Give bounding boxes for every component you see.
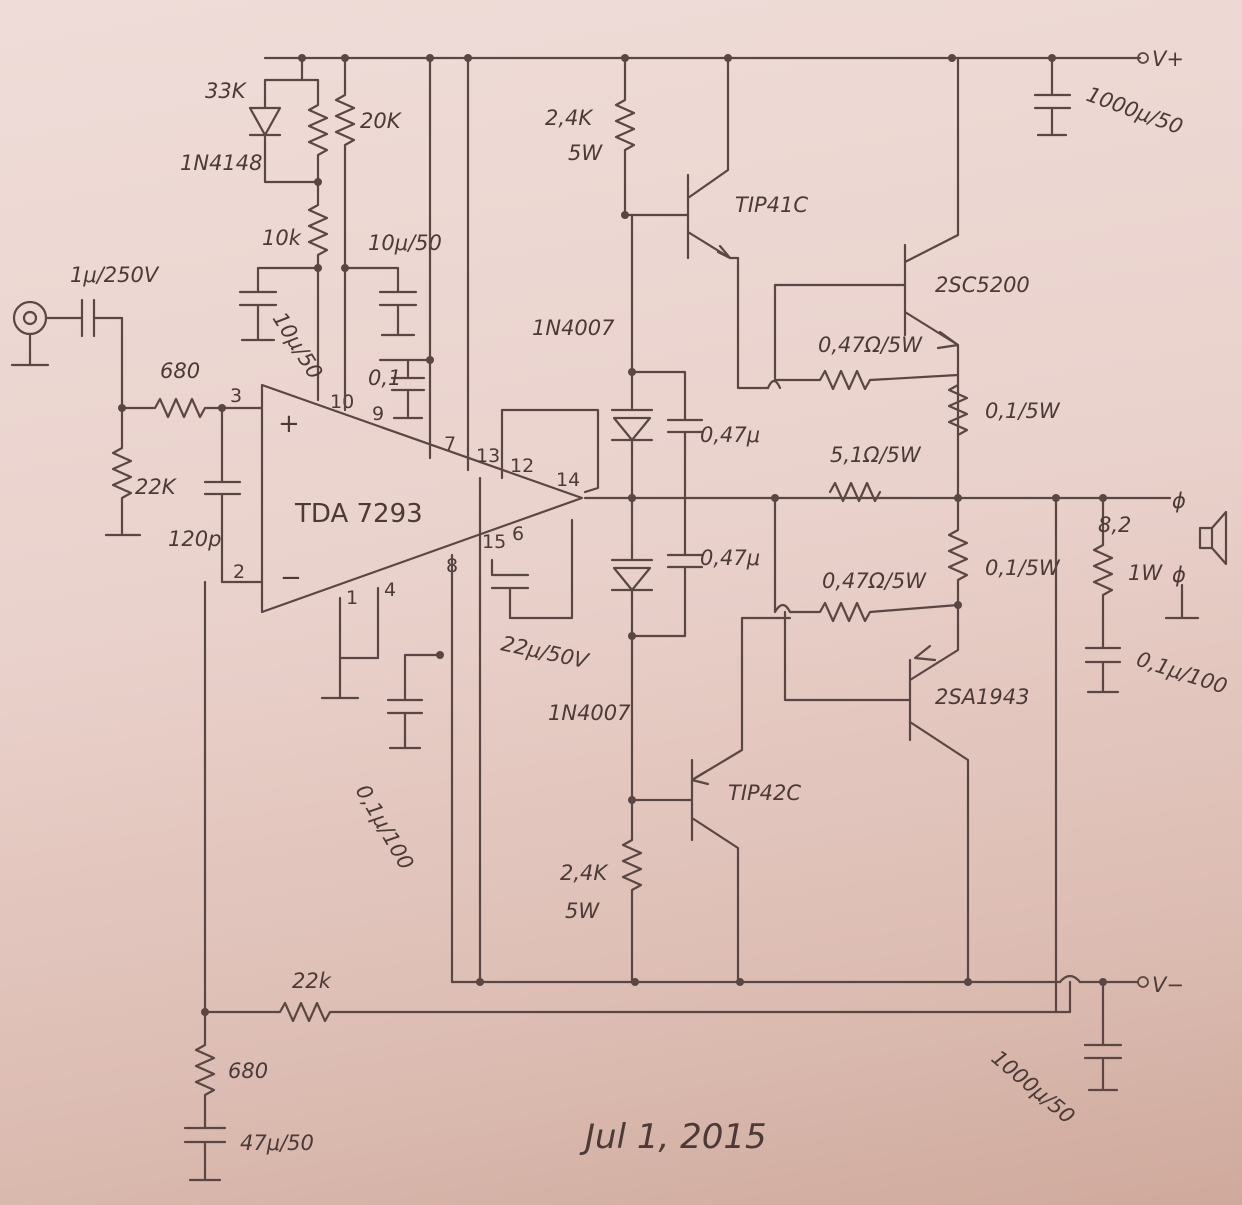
- speaker-icon: [1164, 510, 1228, 620]
- q-2sa1943-label: 2SA1943: [935, 685, 1030, 709]
- v-minus-label: V−: [1152, 973, 1184, 997]
- pin-plus: +: [278, 409, 300, 439]
- resistor-0-1-top: [947, 383, 969, 437]
- resistor-10k: [307, 180, 329, 270]
- w-5w-bot-label: 5W: [565, 899, 600, 923]
- c-0-1-label: 0,1: [368, 366, 401, 390]
- r-22k-fb-label: 22k: [292, 969, 332, 993]
- pin-15-capacitor-22u: [490, 518, 574, 620]
- input-capacitor-label: 1μ/250V: [70, 263, 160, 287]
- c-zobel-label: 0,1μ/100: [1133, 647, 1230, 699]
- pin-8-wire: [450, 476, 482, 984]
- resistor-2k4-bot: [621, 798, 643, 984]
- positive-rail: [263, 52, 1149, 64]
- r-22k-label: 22K: [135, 475, 178, 499]
- v-plus-label: V+: [1152, 47, 1184, 71]
- pin-14: 14: [556, 469, 580, 491]
- capacitor-0-47-bot: [630, 496, 704, 638]
- capacitor-1000u-bot: [1083, 980, 1123, 1092]
- c-047-top-label: 0,47μ: [700, 423, 760, 447]
- resistor-0-1-bot: [947, 496, 969, 609]
- c-47u-label: 47μ/50: [240, 1131, 314, 1155]
- w-5w-top-label: 5W: [568, 141, 603, 165]
- r-047-top-label: 0,47Ω/5W: [818, 333, 923, 357]
- capacitor-10u-a: [238, 266, 320, 342]
- speaker-ground-symbol: ɸ: [1172, 563, 1186, 587]
- q-2sc5200-label: 2SC5200: [935, 273, 1030, 297]
- resistor-2k4-top: [614, 56, 636, 219]
- transistor-2sc5200: [773, 56, 960, 500]
- input-resistor-22k: [104, 406, 142, 537]
- c-01-100-label: 0,1μ/100: [351, 781, 419, 874]
- pin1-4-ground: [320, 586, 380, 700]
- pin-6: 6: [512, 523, 524, 545]
- resistor-680-fb: [194, 1010, 216, 1112]
- d-1n4148-label: 1N4148: [180, 151, 263, 175]
- resistor-33k: [300, 78, 329, 184]
- r-10k-label: 10k: [262, 226, 302, 250]
- resistor-0-47-bot: [773, 496, 960, 623]
- c-1000-top-label: 1000μ/50: [1083, 82, 1186, 139]
- pin-2: 2: [233, 561, 245, 583]
- r-01-top-label: 0,1/5W: [985, 399, 1061, 423]
- pin-4: 4: [384, 579, 396, 601]
- r-20k-label: 20K: [360, 109, 403, 133]
- resistor-0-47-top: [766, 283, 960, 391]
- r-680-label: 680: [160, 359, 200, 383]
- negative-rail: [450, 974, 1149, 988]
- r-047-bot-label: 0,47Ω/5W: [822, 569, 927, 593]
- c-047-bot-label: 0,47μ: [700, 546, 760, 570]
- q-tip42c-label: TIP42C: [728, 781, 801, 805]
- r-33k-label: 33K: [205, 79, 248, 103]
- capacitor-120p: [203, 406, 242, 584]
- zobel-network: [1084, 496, 1122, 694]
- chip-name: TDA 7293: [294, 499, 423, 529]
- drawing-date: Jul 1, 2015: [579, 1117, 767, 1157]
- transistor-tip41c: [623, 56, 770, 390]
- r-680-fb-label: 680: [228, 1059, 268, 1083]
- pin-1: 1: [346, 587, 358, 609]
- capacitor-10u-b: [343, 266, 418, 337]
- right-return: [1054, 496, 1072, 1014]
- pin-15: 15: [482, 531, 506, 553]
- q-tip41c-label: TIP41C: [735, 193, 808, 217]
- r-82-label: 8,2: [1098, 513, 1131, 537]
- resistor-5-1: [828, 481, 882, 503]
- pin-3: 3: [230, 385, 242, 407]
- capacitor-0-1-neg: [386, 651, 444, 750]
- r-2k4-top-label: 2,4K: [545, 106, 594, 130]
- pin-9: 9: [372, 403, 384, 425]
- pin-13: 13: [476, 445, 500, 467]
- r-2k4-bot-label: 2,4K: [560, 861, 609, 885]
- capacitor-47u: [183, 1108, 227, 1182]
- input-capacitor: [80, 298, 124, 410]
- c-120p-label: 120p: [168, 527, 221, 551]
- capacitor-0-1-pin9: [378, 356, 434, 420]
- r-51-label: 5,1Ω/5W: [830, 443, 922, 467]
- c-1000-bot-label: 1000μ/50: [987, 1045, 1079, 1128]
- transistor-2sa1943: [783, 603, 970, 984]
- pin-10: 10: [330, 391, 354, 413]
- tda7293-chip: [220, 383, 584, 614]
- d-1n4007-bot-label: 1N4007: [548, 701, 631, 725]
- c-22u-label: 22μ/50V: [499, 631, 592, 673]
- pin-minus: −: [280, 563, 302, 593]
- d-1n4007-top-label: 1N4007: [532, 316, 615, 340]
- pin-12-loop: [500, 408, 600, 494]
- capacitor-0-47-top: [630, 370, 704, 500]
- pin-12: 12: [510, 455, 534, 477]
- r-01-bot-label: 0,1/5W: [985, 556, 1061, 580]
- pin-9-wire: [334, 56, 356, 412]
- pin-7: 7: [444, 433, 456, 455]
- r-82-w-label: 1W: [1128, 561, 1163, 585]
- output-symbol: ɸ: [1172, 489, 1186, 513]
- input-jack: [10, 300, 84, 367]
- capacitor-1000u-top: [1033, 56, 1072, 137]
